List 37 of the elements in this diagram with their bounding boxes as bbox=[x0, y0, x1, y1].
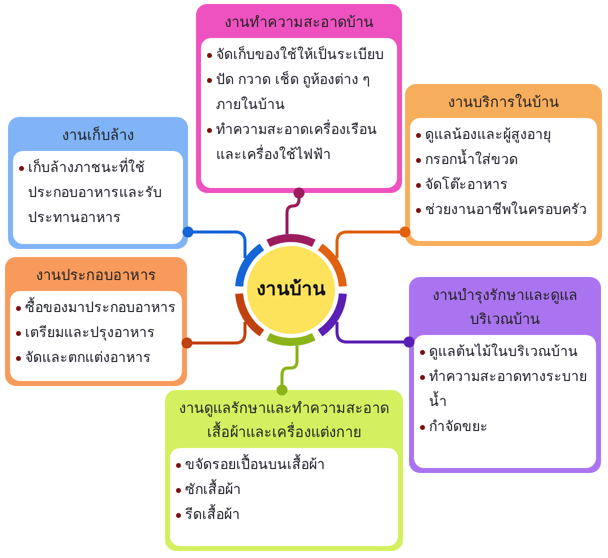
hub-circle bbox=[235, 234, 347, 346]
card-title: งานเก็บล้าง bbox=[61, 125, 135, 146]
list-item: กำจัดขยะ bbox=[429, 417, 488, 436]
connector-line bbox=[336, 226, 410, 258]
connector-line bbox=[336, 322, 414, 348]
card-title: งานดูแลรักษาและทำความสะอาดเสื้อผ้าและเครื่องแต่งกาย bbox=[178, 400, 390, 443]
list-item: ดูแลต้นไม้ในบริเวณบ้าน bbox=[429, 342, 578, 362]
connector-line bbox=[276, 346, 298, 396]
topic-card bbox=[165, 390, 403, 551]
list-item: ดูแลน้องและผู้สูงอายุ bbox=[425, 125, 551, 145]
list-item: ทำความสะอาดทางระบายน้ำ bbox=[429, 367, 588, 411]
topic-card bbox=[8, 117, 188, 249]
list-item: รีดเสื้อผ้า bbox=[185, 503, 240, 524]
list-item: กรอกน้ำใส่ขวด bbox=[425, 148, 518, 169]
card-title: งานทำความสะอาดบ้าน bbox=[224, 14, 374, 33]
connector-line bbox=[182, 226, 246, 258]
list-item: ปัด กวาด เช็ด ถูห้องต่าง ๆ ภายในบ้าน bbox=[216, 70, 372, 114]
topic-card bbox=[5, 257, 187, 386]
card-title: งานบริการในบ้าน bbox=[447, 92, 560, 113]
card-title: งานประกอบอาหาร bbox=[35, 267, 157, 286]
list-item: ซักเสื้อผ้า bbox=[185, 478, 241, 499]
list-item: จัดเก็บของใช้ให้เป็นระเบียบ bbox=[216, 44, 384, 64]
list-item: ซื้อของมาประกอบอาหาร bbox=[25, 296, 176, 317]
connector-line bbox=[286, 188, 304, 234]
topic-card bbox=[405, 84, 602, 246]
list-item: ขจัดรอยเปื้อนบนเสื้อผ้า bbox=[185, 453, 325, 474]
list-item: เก็บล้างภาชนะที่ใช้ประกอบอาหารและรับประทานอาหาร bbox=[28, 156, 163, 227]
list-item: ทำความสะอาดเครื่องเรือนและเครื่องใช้ไฟฟ้า bbox=[216, 118, 378, 164]
list-item: ช่วยงานอาชีพในครอบครัว bbox=[425, 200, 587, 219]
card-title: งานบำรุงรักษาและดูแลบริเวณบ้าน bbox=[432, 287, 578, 330]
topic-card bbox=[409, 277, 601, 473]
connector-line bbox=[182, 322, 246, 348]
list-item: เตรียมและปรุงอาหาร bbox=[25, 323, 155, 343]
topic-card bbox=[196, 4, 402, 193]
list-item: จัดและตกแต่งอาหาร bbox=[25, 348, 151, 367]
hub-title: งานบ้าน bbox=[256, 278, 326, 302]
list-item: จัดโต๊ะอาหาร bbox=[425, 175, 508, 194]
